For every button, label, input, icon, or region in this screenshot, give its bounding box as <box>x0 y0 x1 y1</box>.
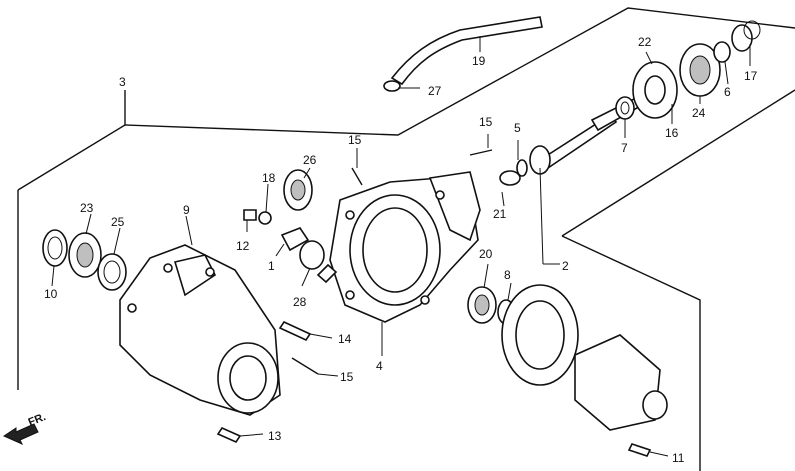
callout-19: 19 <box>472 54 486 68</box>
callout-21: 21 <box>493 207 507 221</box>
callout-25: 25 <box>111 215 125 229</box>
leader-lines <box>51 36 751 457</box>
front-label: FR. <box>27 411 48 429</box>
callout-28: 28 <box>293 295 307 309</box>
callout-27: 27 <box>428 84 442 98</box>
callout-16: 16 <box>665 126 679 140</box>
callout-15-mid: 15 <box>348 133 362 147</box>
callout-7: 7 <box>621 141 628 155</box>
front-direction-arrow: FR. <box>2 411 48 446</box>
ring-gear-assembly <box>467 284 668 431</box>
callout-17: 17 <box>744 69 758 83</box>
assembly-boundary <box>17 7 795 471</box>
breather-tube <box>383 16 543 92</box>
callout-6: 6 <box>724 85 731 99</box>
pinion-shaft-assembly <box>499 20 761 186</box>
callout-23: 23 <box>80 201 94 215</box>
callout-8: 8 <box>504 268 511 282</box>
callout-1: 1 <box>268 259 275 273</box>
callout-15-top: 15 <box>479 115 493 129</box>
rear-housing <box>329 171 481 323</box>
callout-18: 18 <box>262 171 276 185</box>
callout-24: 24 <box>692 106 706 120</box>
front-housing <box>119 244 281 416</box>
callout-4: 4 <box>376 359 383 373</box>
callout-10: 10 <box>44 287 58 301</box>
callout-26: 26 <box>303 153 317 167</box>
callout-22: 22 <box>638 35 652 49</box>
callout-12: 12 <box>236 239 250 253</box>
callout-13: 13 <box>268 429 282 443</box>
callout-14: 14 <box>338 332 352 346</box>
small-parts <box>216 149 652 457</box>
callout-9: 9 <box>183 203 190 217</box>
callout-15-low: 15 <box>340 370 354 384</box>
callout-3: 3 <box>119 75 126 89</box>
callout-20: 20 <box>479 247 493 261</box>
left-seals <box>42 229 127 291</box>
callout-2: 2 <box>562 259 569 273</box>
callout-11: 11 <box>672 451 685 465</box>
callout-numbers: 3 27 19 22 16 24 6 17 7 15 5 21 15 26 18… <box>44 35 758 465</box>
callout-5: 5 <box>514 121 521 135</box>
